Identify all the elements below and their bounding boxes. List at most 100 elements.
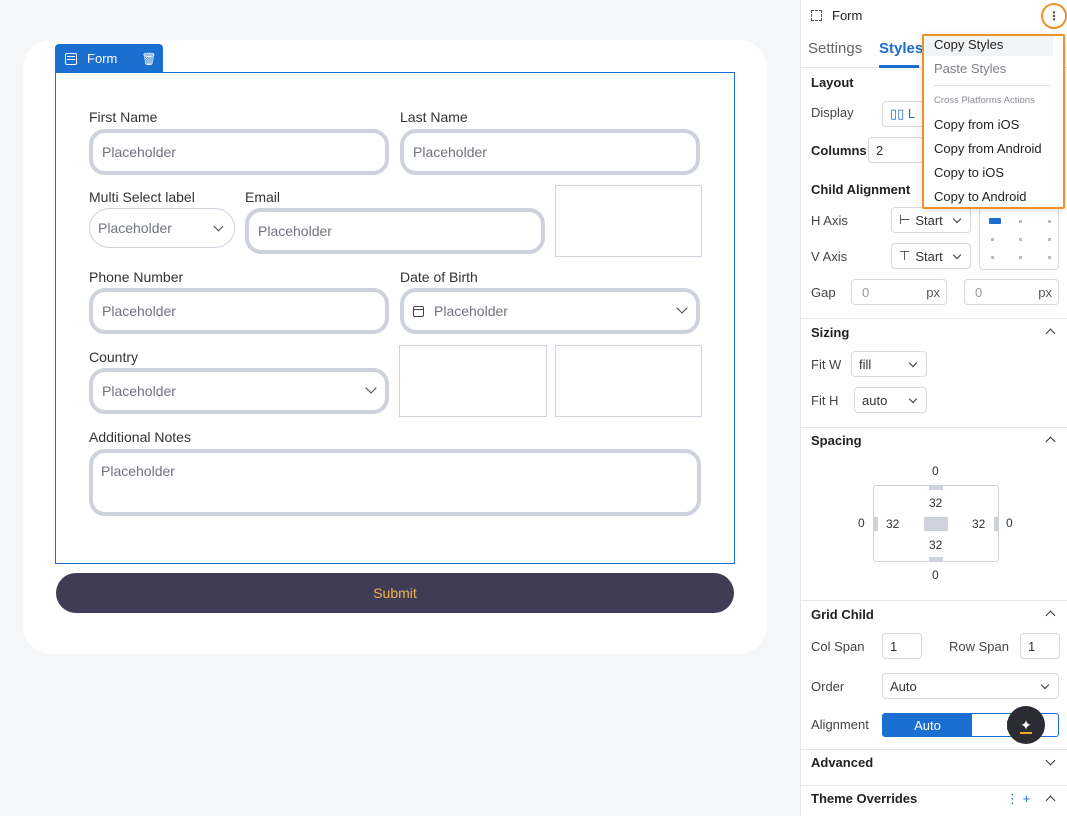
chevron-down-icon[interactable] [1045,755,1056,766]
menu-item-copy-from-android[interactable]: Copy from Android [934,141,1042,156]
section-divider [801,427,1067,428]
email-input[interactable]: Placeholder [245,208,545,254]
fit-w-value: fill [859,356,872,372]
row-span-label: Row Span [949,639,1009,654]
order-select[interactable]: Auto [882,673,1059,699]
alignment-option-auto[interactable]: Auto [883,714,972,736]
padding-bottom-value[interactable]: 32 [929,538,943,552]
more-options-icon[interactable]: ⋮ [1041,3,1067,29]
margin-left-value[interactable]: 0 [858,516,865,530]
sizing-heading[interactable]: Sizing [811,325,850,340]
menu-item-copy-styles[interactable]: Copy Styles [926,36,1053,56]
selection-tag[interactable]: Form 🗑 [55,44,163,73]
margin-right-value[interactable]: 0 [1006,516,1013,530]
padding-left-value[interactable]: 32 [886,517,900,531]
padding-top-value[interactable]: 32 [929,496,943,510]
multi-select-dropdown[interactable]: Placeholder [89,208,235,248]
menu-item-paste-styles[interactable]: Paste Styles [934,61,1007,76]
country-placeholder: Placeholder [102,383,176,399]
theme-overrides-heading[interactable]: Theme Overrides [811,791,918,806]
canvas: Form 🗑 First Name Placeholder Last Name … [55,44,735,613]
selection-label: Form [87,51,118,66]
padding-handle[interactable] [929,557,943,561]
order-value: Auto [890,678,917,694]
padding-box: 32 32 32 32 [873,485,999,562]
submit-button[interactable]: Submit [56,573,734,613]
fit-w-select[interactable]: fill [851,351,927,377]
alignment-label: Alignment [811,717,869,732]
child-alignment-heading: Child Alignment [811,182,911,197]
calendar-icon [413,305,424,317]
menu-divider [934,85,1051,86]
spacing-heading[interactable]: Spacing [811,433,862,448]
theme-overrides-actions[interactable]: ⋮ + [1006,791,1031,806]
section-divider [801,318,1067,319]
columns-label: Columns [811,143,867,158]
alignment-dot[interactable] [1048,256,1051,259]
empty-grid-cell[interactable] [555,185,702,257]
empty-grid-cell[interactable] [399,345,547,417]
fit-h-label: Fit H [811,393,839,408]
margin-bottom-value[interactable]: 0 [932,568,939,582]
form-icon [65,52,77,65]
layout-heading: Layout [811,75,854,90]
tab-styles[interactable]: Styles [879,40,924,57]
alignment-dot[interactable] [1048,238,1051,241]
component-icon [811,10,822,21]
alignment-dot[interactable] [1019,238,1022,241]
chevron-up-icon[interactable] [1045,610,1056,621]
row-span-input[interactable]: 1 [1020,633,1060,659]
chevron-up-icon[interactable] [1045,328,1056,339]
alignment-dot[interactable] [1019,220,1022,223]
alignment-dot[interactable] [1019,256,1022,259]
menu-item-copy-from-ios[interactable]: Copy from iOS [934,117,1020,132]
dob-label: Date of Birth [400,269,478,285]
tab-settings[interactable]: Settings [808,40,863,57]
notes-textarea[interactable]: Placeholder [89,449,701,516]
grid-child-heading[interactable]: Grid Child [811,607,874,622]
alignment-dot[interactable] [991,256,994,259]
h-axis-icon: ⊢ [899,212,911,227]
h-axis-select[interactable]: ⊢ Start [891,207,971,233]
advanced-heading[interactable]: Advanced [811,755,874,770]
chevron-up-icon[interactable] [1045,436,1056,447]
padding-handle[interactable] [994,517,998,531]
last-name-input[interactable]: Placeholder [400,129,700,175]
v-axis-select[interactable]: ⊤ Start [891,243,971,269]
padding-handle[interactable] [874,517,878,531]
ai-assistant-button[interactable]: ✦ [1007,706,1045,744]
fit-h-select[interactable]: auto [854,387,927,413]
chevron-down-icon [908,358,918,368]
v-axis-icon: ⊤ [899,248,911,263]
empty-grid-cell[interactable] [555,345,702,417]
margin-top-value[interactable]: 0 [932,464,939,478]
phone-input[interactable]: Placeholder [89,288,389,334]
grid-layout-icon: ▯▯ L [890,106,916,121]
v-axis-value: Start [915,248,943,264]
content-box [924,517,948,531]
menu-item-copy-to-ios[interactable]: Copy to iOS [934,165,1005,180]
trash-icon[interactable]: 🗑 [141,51,157,66]
col-span-value: 1 [890,638,898,654]
alignment-dot[interactable] [991,238,994,241]
chevron-up-icon[interactable] [1045,795,1056,806]
padding-handle[interactable] [929,486,943,490]
country-select[interactable]: Placeholder [89,368,389,414]
order-label: Order [811,679,845,694]
gap-row-input[interactable]: 0 px [851,279,947,305]
columns-input[interactable]: 2 [868,137,924,163]
padding-right-value[interactable]: 32 [972,517,986,531]
alignment-grid[interactable] [979,207,1059,270]
col-span-input[interactable]: 1 [882,633,922,659]
h-axis-label: H Axis [811,213,848,228]
gap-col-input[interactable]: 0 px [964,279,1059,305]
form-selection-outline[interactable] [55,72,735,564]
menu-item-copy-to-android[interactable]: Copy to Android [934,189,1027,204]
first-name-input[interactable]: Placeholder [89,129,389,175]
active-tab-indicator [879,65,919,68]
dob-placeholder: Placeholder [434,303,508,319]
alignment-dot[interactable] [1048,220,1051,223]
dob-input[interactable]: Placeholder [400,288,700,334]
display-label: Display [811,105,854,120]
alignment-selected-marker [989,218,1001,224]
